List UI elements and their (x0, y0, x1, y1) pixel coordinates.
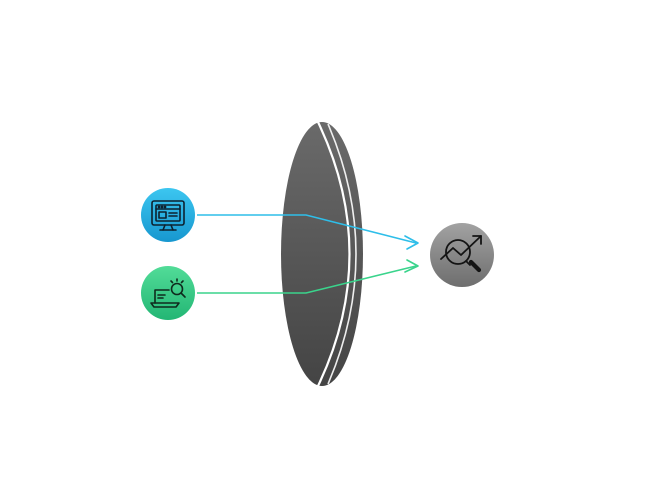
node-laptop-search (141, 266, 195, 320)
trend-magnifier-icon (440, 235, 482, 273)
connector-web-to-analytics (197, 214, 419, 250)
lens-rim-outer (317, 121, 351, 387)
node-web-monitor (141, 188, 195, 242)
connector-laptop-to-analytics (197, 259, 419, 294)
laptop-search-icon (150, 278, 186, 308)
lens (281, 121, 363, 387)
connector-line (197, 265, 417, 294)
web-browser-monitor-icon (151, 200, 185, 231)
connector-line (197, 214, 417, 244)
arrowhead (404, 259, 419, 273)
node-circle (141, 266, 195, 320)
arrowhead (404, 235, 419, 250)
node-circle (141, 188, 195, 242)
lens-body (281, 122, 363, 386)
lens-rim-inner (327, 123, 357, 385)
node-analytics (430, 223, 494, 287)
